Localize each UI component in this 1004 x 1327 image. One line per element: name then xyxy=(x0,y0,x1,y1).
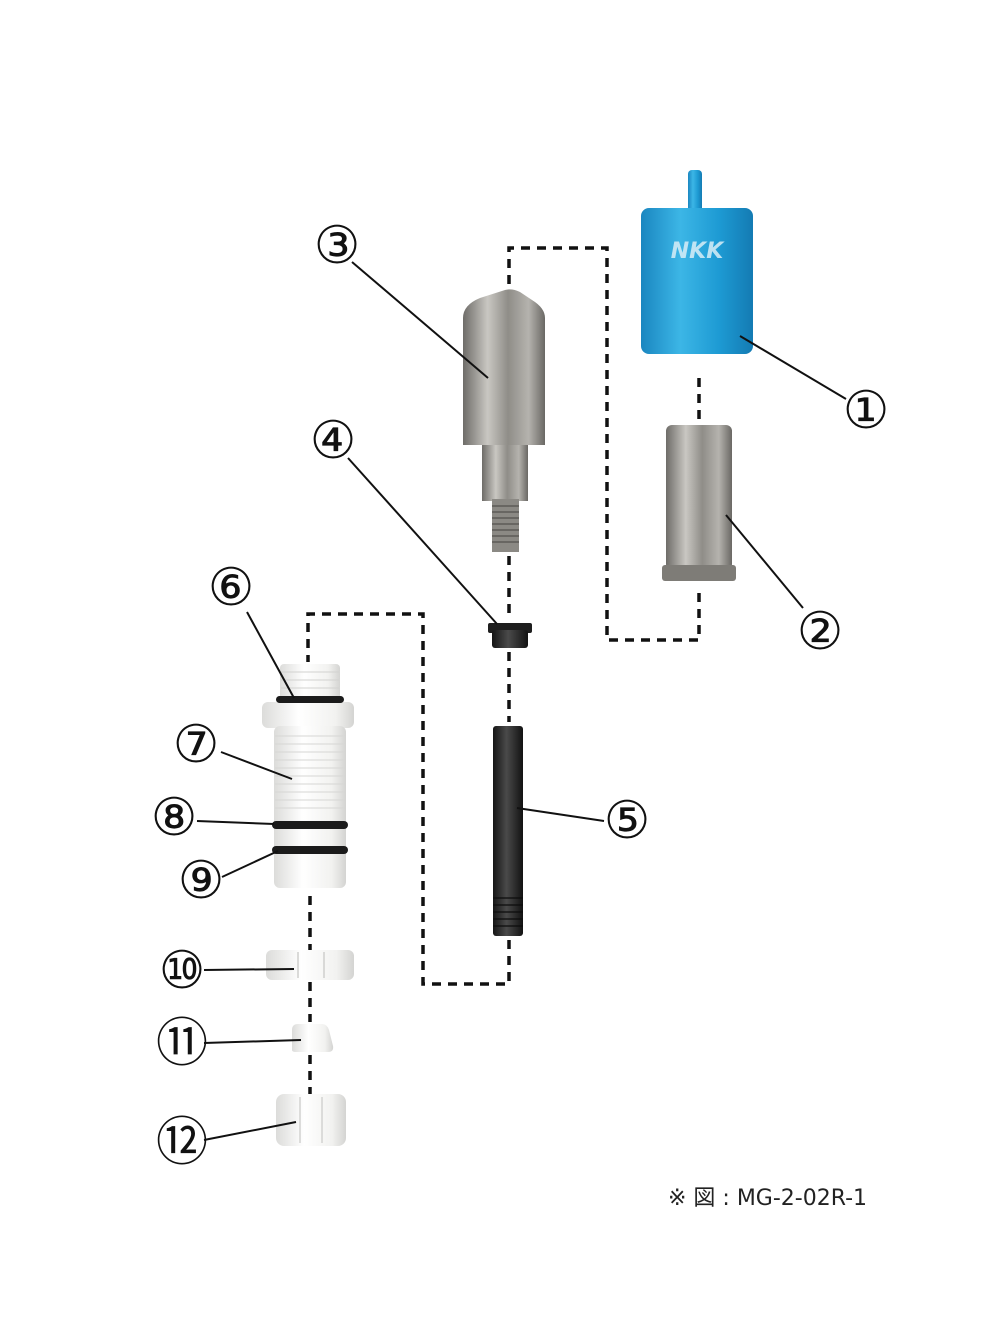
label-part-11: ⑪ xyxy=(156,1014,208,1074)
leader-line-7 xyxy=(220,751,293,780)
part-3-steel-plunger xyxy=(463,289,545,552)
assembly-dashed-lines xyxy=(306,246,701,1094)
part-number-labels: ① ② ③ ④ ⑤ ⑥ ⑦ ⑧ ⑨ ⑩ ⑪ ⑫ xyxy=(151,216,890,1173)
part-11-white-ferrule xyxy=(292,1024,334,1052)
label-part-6: ⑥ xyxy=(208,558,255,618)
leader-lines xyxy=(196,261,847,1141)
part-1-blue-cap: NKK xyxy=(641,170,753,354)
figure-caption: ※ 図 : MG-2-02R-1 xyxy=(668,1186,868,1211)
leader-line-2 xyxy=(725,514,804,609)
part-10-white-nut xyxy=(266,950,354,980)
label-part-8: ⑧ xyxy=(151,788,198,848)
part-2-steel-sleeve xyxy=(662,425,736,581)
leader-line-11 xyxy=(203,1039,302,1044)
leader-line-9 xyxy=(221,850,279,878)
nkk-logo: NKK xyxy=(671,239,725,264)
label-part-5: ⑤ xyxy=(604,791,651,851)
leader-line-8 xyxy=(196,820,275,825)
label-part-3: ③ xyxy=(314,216,361,276)
leader-line-3 xyxy=(351,261,489,379)
dashed-path-5-to-6 xyxy=(306,612,511,986)
label-part-12: ⑫ xyxy=(156,1113,208,1173)
label-part-10: ⑩ xyxy=(159,941,206,1001)
label-part-2: ② xyxy=(797,602,844,662)
leader-line-1 xyxy=(739,335,847,400)
part-5-black-rod xyxy=(493,726,523,936)
dashed-path-1-2-3 xyxy=(507,246,701,642)
part-4-black-washer xyxy=(488,623,532,648)
leader-line-5 xyxy=(516,807,605,822)
label-part-1: ① xyxy=(843,381,890,441)
label-part-4: ④ xyxy=(310,411,357,471)
part-12-white-cap xyxy=(276,1094,346,1146)
part-8-o-ring xyxy=(272,821,348,829)
leader-line-12 xyxy=(203,1121,297,1141)
part-9-o-ring xyxy=(272,846,348,854)
part-6-o-ring xyxy=(276,696,344,703)
leader-line-4 xyxy=(347,457,498,625)
label-part-7: ⑦ xyxy=(173,715,220,775)
leader-line-6 xyxy=(246,611,295,699)
leader-line-10 xyxy=(203,968,295,971)
label-part-9: ⑨ xyxy=(178,851,225,911)
